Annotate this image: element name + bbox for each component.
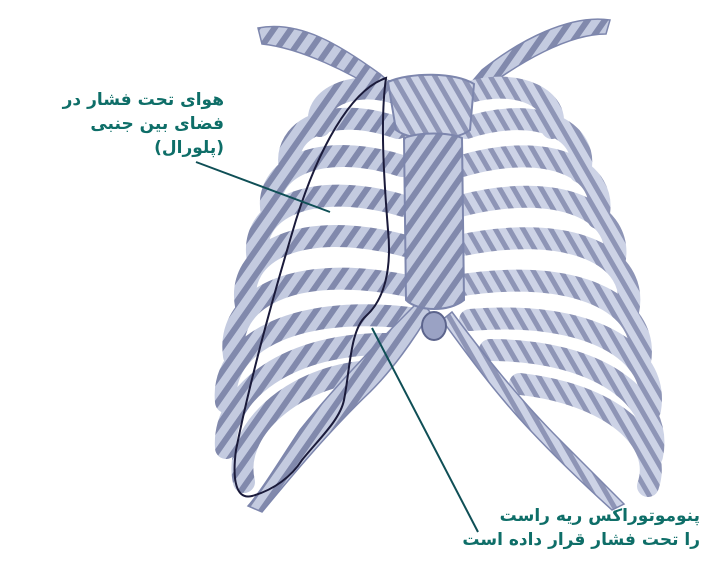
- sternum-body: [404, 134, 464, 310]
- label-pneumothorax: پنوموتوراکس ریه راست را تحت فشار قرار دا…: [430, 504, 700, 552]
- label-pleural-air: هوای تحت فشار در فضای بین جنبی (پلورال): [8, 88, 224, 160]
- xiphoid-process: [422, 312, 446, 340]
- manubrium: [388, 75, 474, 139]
- label-pneumothorax-line-2: را تحت فشار قرار داده است: [430, 528, 700, 552]
- label-pneumothorax-line-1: پنوموتوراکس ریه راست: [430, 504, 700, 528]
- label-pleural-air-line-3: (پلورال): [8, 136, 224, 160]
- leader-line-pneumothorax: [372, 328, 478, 532]
- left-ribs: [456, 88, 653, 486]
- label-pleural-air-line-1: هوای تحت فشار در: [8, 88, 224, 112]
- label-pleural-air-line-2: فضای بین جنبی: [8, 112, 224, 136]
